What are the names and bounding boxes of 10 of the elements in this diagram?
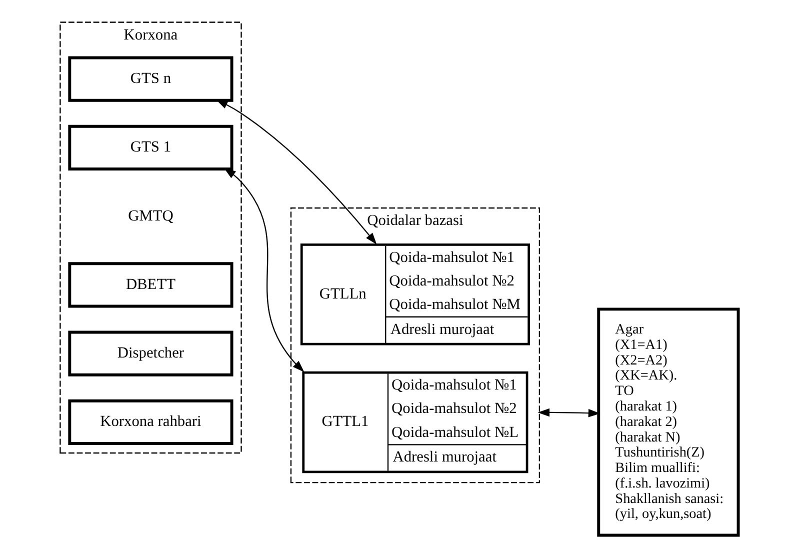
- arrow: [537, 408, 600, 418]
- node-box: DBETT: [68, 262, 233, 308]
- node-box: Dispetcher: [68, 330, 233, 376]
- node-box: Korxona rahbari: [68, 399, 233, 445]
- arrow: [223, 168, 304, 372]
- node-box: Agar (X1=A1) (X2=A2) (XK=AK). TO (harakat 1) (harakat 2) (harakat N) Tushuntirish(Z) Bilim muallifi: (f.i.sh. lavozimi) Shakllanish sanasi: (yil, oy,kun,soat): [596, 308, 740, 537]
- node-box: GTS n: [68, 56, 233, 102]
- node-box: GTS 1: [68, 124, 233, 170]
- arrow: [215, 100, 376, 245]
- label: GMTQ: [128, 207, 173, 224]
